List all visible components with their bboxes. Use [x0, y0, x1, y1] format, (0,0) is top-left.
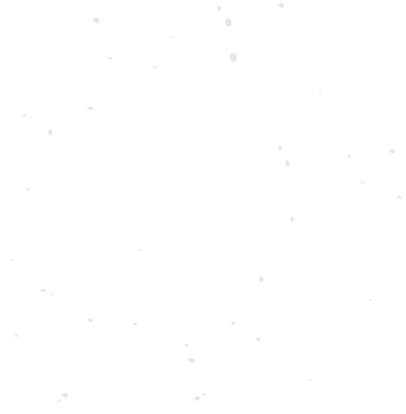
speck-4	[229, 52, 237, 62]
speck-29	[57, 399, 61, 401]
speck-31	[202, 393, 206, 395]
speck-10	[278, 145, 282, 151]
speck-20	[50, 293, 54, 295]
speck-21	[87, 318, 93, 322]
speck-5	[108, 56, 112, 60]
speck-18	[259, 276, 263, 282]
speck-26	[184, 343, 188, 347]
speck-1	[217, 6, 221, 10]
speck-12	[347, 154, 351, 158]
speck-19	[40, 288, 46, 292]
speck-36	[309, 379, 311, 381]
speck-27	[187, 357, 195, 363]
speck-34	[139, 249, 141, 251]
speck-23	[231, 321, 235, 325]
speck-35	[369, 299, 371, 301]
speck-24	[256, 337, 260, 341]
speck-32	[171, 36, 173, 38]
speck-14	[360, 181, 364, 183]
speck-0	[92, 17, 100, 23]
speck-17	[290, 216, 294, 222]
speck-25	[14, 333, 18, 337]
speck-30	[194, 396, 200, 400]
speck-15	[397, 195, 401, 199]
speck-2	[225, 18, 231, 26]
speck-22	[133, 323, 137, 325]
speck-16	[25, 188, 29, 190]
speck-7	[87, 106, 93, 110]
speck-6	[153, 66, 157, 68]
speck-11	[285, 160, 289, 166]
speck-3	[278, 2, 284, 8]
speck-13	[389, 149, 395, 153]
speck-9	[48, 129, 52, 135]
speck-28	[62, 392, 68, 398]
speck-8	[22, 114, 26, 116]
speck-33	[319, 89, 321, 91]
speck-37	[11, 259, 13, 261]
